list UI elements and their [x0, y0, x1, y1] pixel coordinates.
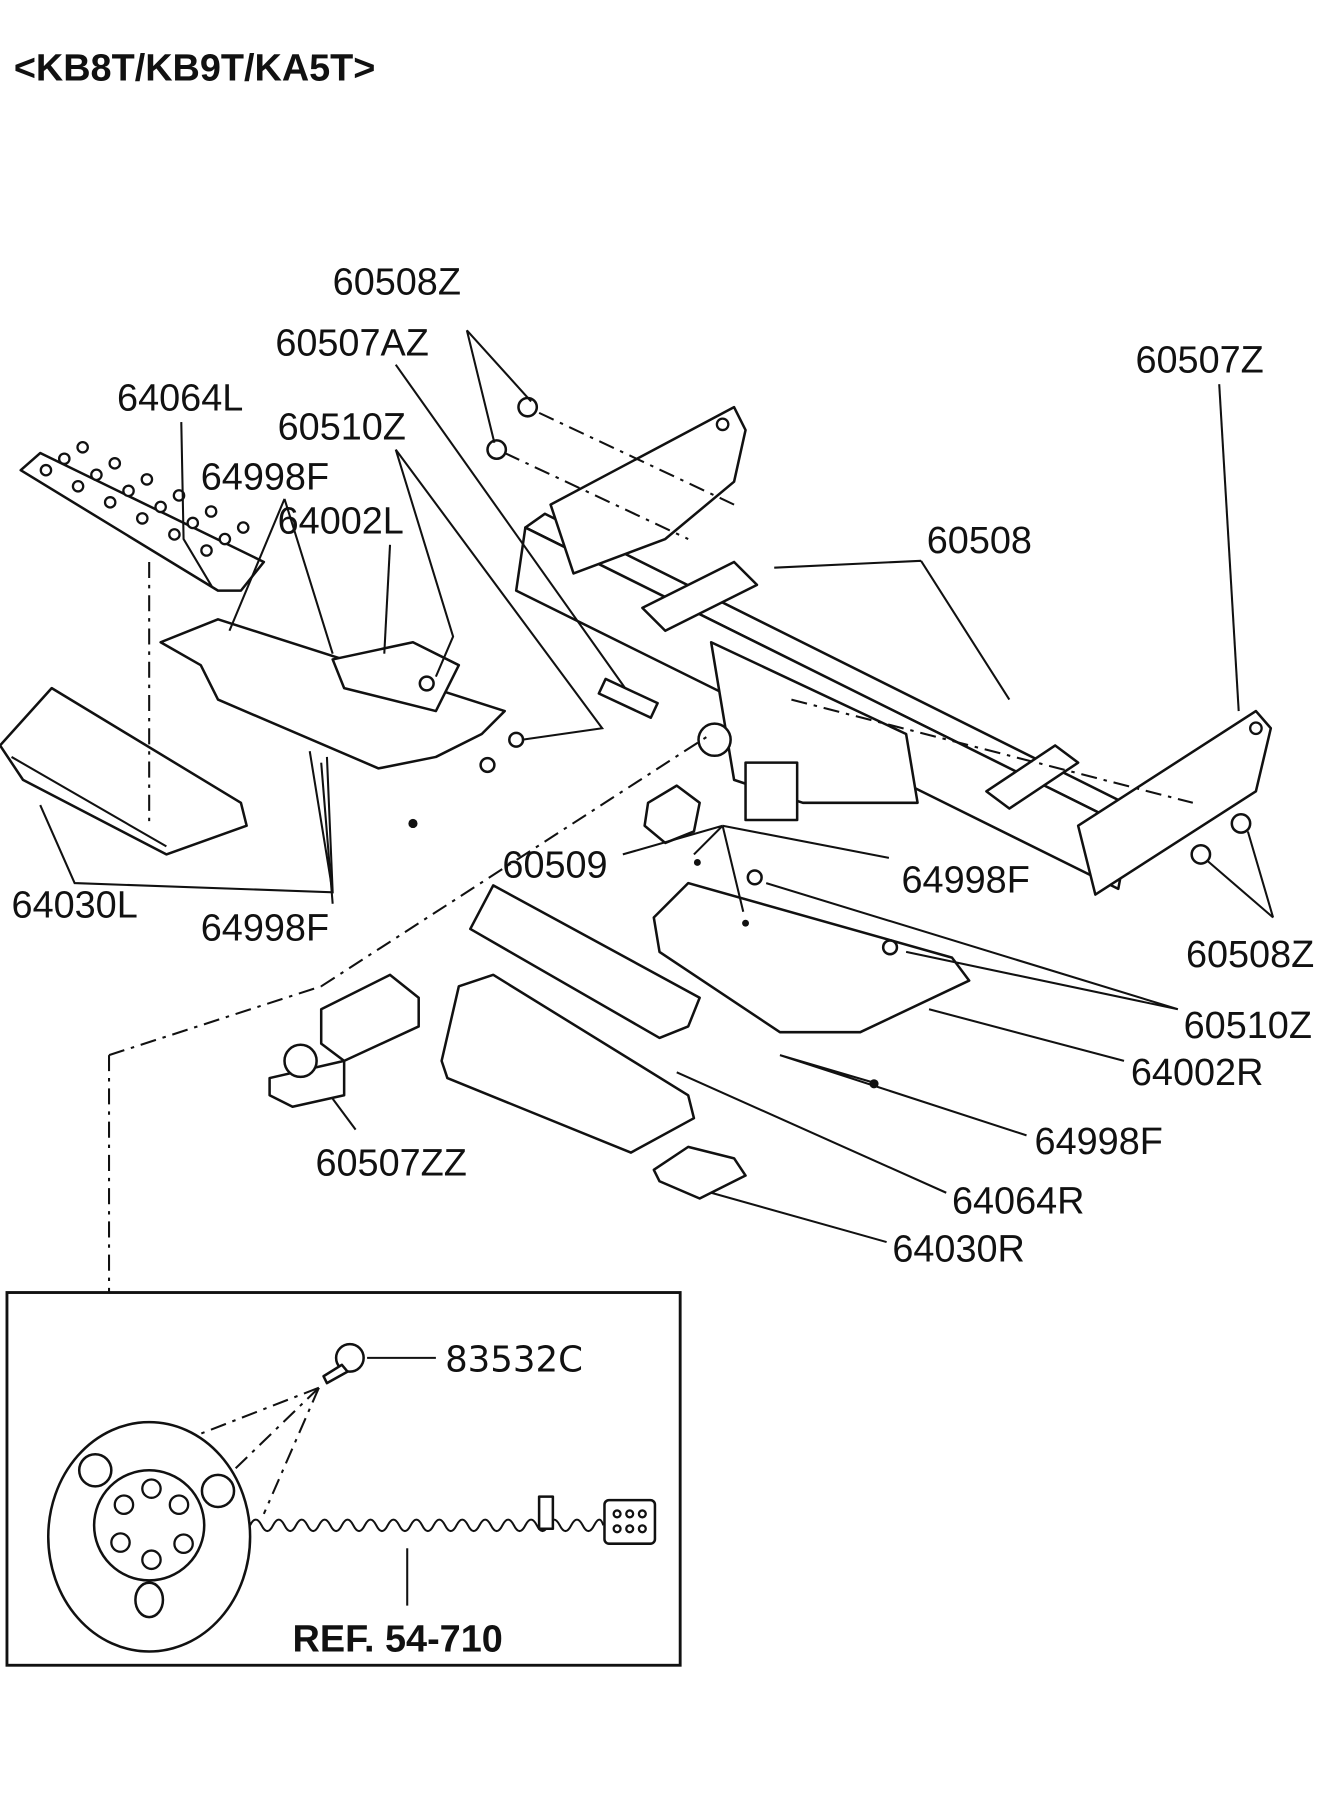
tread-hole [39, 463, 53, 477]
part-label-64002R[interactable]: 64002R [1131, 1052, 1264, 1094]
connector-plug-icon [603, 1498, 657, 1545]
part-label-60510Z-right[interactable]: 60510Z [1184, 1005, 1312, 1047]
part-label-60507ZZ[interactable]: 60507ZZ [315, 1143, 466, 1185]
tread-hole [154, 500, 167, 514]
tread-hole [76, 440, 89, 454]
nut-60508Z [486, 396, 1252, 865]
step-board-64030L [0, 686, 248, 856]
hitch-crossbar-60508 [514, 405, 1273, 896]
part-label-60507Z[interactable]: 60507Z [1135, 340, 1263, 382]
tread-hole [57, 452, 71, 466]
tread-hole [90, 468, 103, 482]
wiring-inset: 83532C REF. 54-710 [5, 1291, 682, 1667]
screw-part-label-83532C[interactable]: 83532C [445, 1340, 583, 1381]
part-label-64998F-upper[interactable]: 64998F [201, 457, 329, 499]
bolts [408, 675, 899, 1089]
tread-hole [172, 489, 186, 502]
model-title: <KB8T/KB9T/KA5T> [14, 47, 376, 89]
screw-icon [322, 1342, 365, 1385]
part-label-60508Z-right[interactable]: 60508Z [1186, 934, 1314, 976]
part-label-64998F-lower-left[interactable]: 64998F [201, 907, 329, 949]
tread-hole [218, 532, 232, 546]
receiver-cover-60509 [597, 677, 732, 845]
part-label-64002L[interactable]: 64002L [278, 500, 404, 542]
part-label-60507AZ[interactable]: 60507AZ [275, 323, 429, 365]
part-label-64064L[interactable]: 64064L [117, 378, 243, 420]
part-label-64030R[interactable]: 64030R [892, 1229, 1025, 1271]
hitch-ball-60507ZZ [268, 973, 420, 1108]
tread-hole [236, 521, 250, 534]
part-label-64998F-right[interactable]: 64998F [902, 859, 1030, 901]
tread-hole [140, 473, 154, 486]
tread-hole [122, 484, 135, 498]
leader-lines [39, 329, 1275, 1244]
tread-hole [200, 544, 213, 557]
part-label-60509[interactable]: 60509 [502, 844, 607, 886]
step-board-64030R [440, 973, 747, 1200]
part-label-64030L[interactable]: 64030L [12, 884, 138, 926]
step-bracket-64002R [652, 881, 971, 1034]
tread-hole [204, 505, 218, 518]
tread-hole [186, 516, 200, 530]
part-label-60508[interactable]: 60508 [927, 520, 1032, 562]
trailer-socket-icon [46, 1420, 252, 1653]
part-label-64998F-lower-right[interactable]: 64998F [1035, 1121, 1163, 1163]
part-label-60508Z-top[interactable]: 60508Z [333, 262, 461, 304]
tread-hole [168, 528, 181, 541]
reference-label[interactable]: REF. 54-710 [293, 1618, 503, 1660]
part-label-60510Z-left[interactable]: 60510Z [278, 406, 406, 448]
tread-hole [108, 457, 122, 470]
step-pad-64064L [19, 440, 266, 592]
part-label-64064R[interactable]: 64064R [952, 1180, 1085, 1222]
tread-hole [103, 496, 117, 509]
step-pad-64064R [469, 884, 701, 1040]
tread-hole [135, 512, 149, 525]
step-bracket-64002L [159, 618, 506, 770]
tread-hole [71, 479, 85, 493]
